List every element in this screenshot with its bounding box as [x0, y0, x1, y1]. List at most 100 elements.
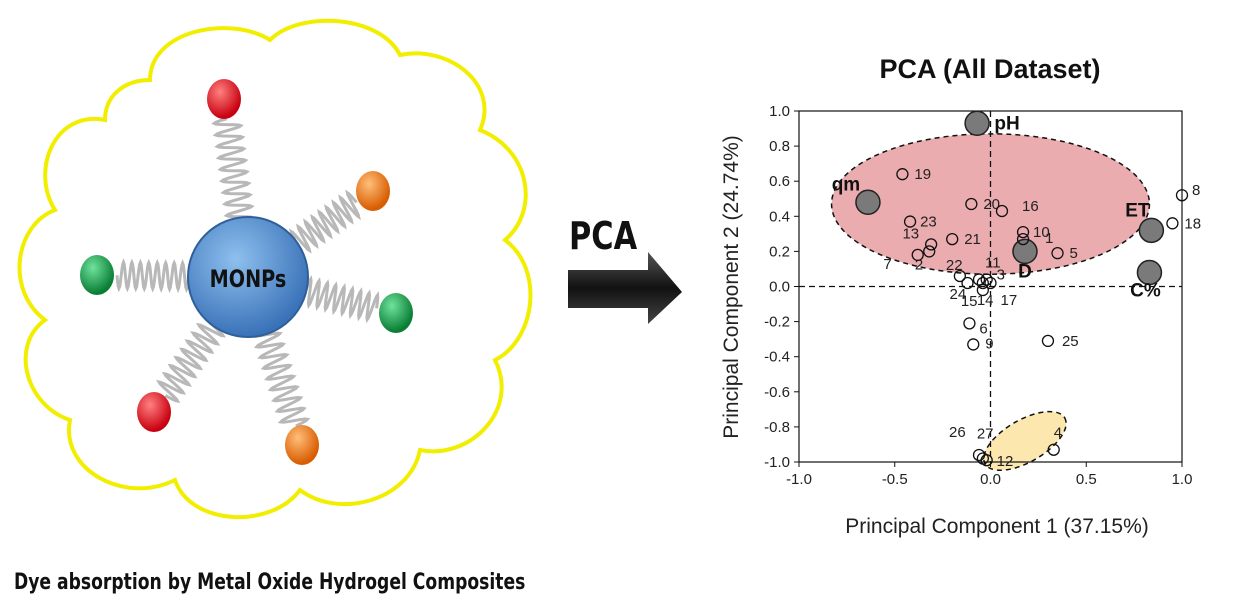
loading-label: C%: [1130, 280, 1161, 301]
score-label: 22: [946, 257, 963, 274]
score-label: 19: [914, 166, 931, 183]
score-label: 15: [961, 293, 978, 310]
score-point: [980, 454, 993, 467]
y-tick-label: -0.2: [764, 314, 790, 331]
dye-balls: [80, 79, 413, 465]
score-point: [976, 276, 989, 290]
loading-label: qm: [832, 174, 861, 195]
score-label: 17: [1001, 292, 1018, 309]
score-label: 8: [1192, 182, 1200, 199]
score-point: [980, 273, 993, 286]
score-point: [896, 168, 909, 181]
score-label: 16: [1022, 198, 1039, 215]
loading-point: [1012, 238, 1038, 265]
y-axis-label: Principal Component 2 (24.74%): [720, 135, 743, 439]
score-label: 13: [902, 225, 919, 242]
score-label: 14: [977, 292, 994, 309]
score-label: 12: [997, 453, 1014, 470]
score-point: [984, 276, 997, 290]
y-tick-label: 0.2: [769, 243, 790, 260]
score-point: [946, 232, 959, 246]
score-point: [976, 283, 989, 297]
orange-dye-ball: [356, 171, 390, 211]
hydrogel-illustration: MONPs: [17, 18, 533, 520]
green-dye-ball: [80, 255, 114, 295]
x-tick-label: 0.0: [980, 471, 1001, 488]
score-label: 6: [979, 320, 987, 337]
axes-layer: -1.0 -0.5 0.0 0.5 1.0 1.0 0.8 0.6 0.4 0.2 0.0 -0.2 -…: [764, 103, 1192, 488]
orange-dye-ball: [285, 425, 319, 465]
score-point: [923, 245, 936, 258]
y-tick-label: 0.6: [769, 173, 790, 190]
score-label: 18: [1184, 215, 1201, 232]
loading-point: [855, 189, 881, 216]
y-tick-label: 1.0: [769, 103, 790, 120]
loading-point: [964, 110, 990, 137]
y-tick-label: -0.8: [764, 419, 790, 436]
score-point: [995, 204, 1009, 218]
monp-core-label: MONPs: [210, 266, 287, 294]
score-point: [963, 317, 976, 330]
score-point: [1166, 217, 1179, 230]
pca-label: PCA: [569, 214, 638, 258]
score-point: [903, 215, 917, 228]
x-tick-label: 0.5: [1076, 471, 1097, 488]
score-label: 21: [964, 231, 981, 248]
score-point: [1175, 189, 1189, 202]
red-dye-ball: [137, 392, 171, 432]
score-label: 9: [985, 335, 993, 352]
spring-linker: [155, 314, 226, 403]
y-tick-label: -0.6: [764, 384, 790, 401]
y-tick-label: 0.8: [769, 138, 790, 155]
chart-title: PCA (All Dataset): [879, 54, 1100, 84]
score-label: 25: [1062, 333, 1079, 350]
figure-caption: Dye absorption by Metal Oxide Hydrogel C…: [14, 570, 526, 595]
score-point: [967, 338, 980, 351]
score-point: [972, 273, 986, 286]
x-axis-label: Principal Component 1 (37.15%): [845, 515, 1149, 538]
score-label: 27: [977, 425, 994, 442]
score-label: 26: [949, 424, 966, 441]
score-point: [961, 276, 974, 290]
score-label: 11: [985, 254, 1001, 271]
score-label: 4: [1054, 425, 1062, 442]
loading-label: D: [1018, 261, 1032, 282]
score-label: 3: [997, 266, 1005, 283]
score-label: 24: [950, 286, 967, 303]
y-tick-label: -0.4: [764, 349, 790, 366]
y-tick-label: -1.0: [764, 454, 790, 471]
loading-label: ET: [1125, 200, 1150, 221]
pca-chart: PCA (All Dataset) -1.0 -0.5 0.0 0.5 1.0 1.0 0.…: [720, 54, 1201, 538]
spring-linker: [211, 117, 257, 224]
score-label: 10: [1033, 224, 1050, 241]
green-dye-ball: [379, 293, 413, 333]
score-point: [1041, 334, 1055, 348]
score-point: [911, 248, 924, 262]
x-tick-label: 1.0: [1172, 471, 1193, 488]
x-tick-label: -0.5: [882, 471, 908, 488]
springs: [115, 117, 380, 428]
monp-core: [187, 216, 309, 338]
score-label: 1: [1045, 230, 1053, 247]
y-tick-label: 0.4: [769, 208, 790, 225]
loading-point: [1136, 259, 1163, 286]
pca-arrow: [568, 252, 682, 324]
score-label: 2: [915, 256, 923, 273]
score-point: [953, 269, 967, 283]
score-label: 20: [983, 196, 1000, 213]
score-point: [1047, 443, 1060, 456]
y-tick-label: 0.0: [769, 279, 790, 296]
score-label: 5: [1070, 245, 1078, 262]
x-tick-label: -1.0: [786, 471, 812, 488]
score-point: [965, 197, 978, 211]
spring-linker: [288, 189, 361, 259]
loading-label: pH: [994, 113, 1019, 134]
score-label: 7: [883, 256, 891, 273]
score-label: 23: [920, 214, 937, 231]
score-point: [1051, 247, 1064, 260]
loading-point: [1138, 217, 1165, 244]
score-point: [924, 238, 938, 251]
red-dye-ball: [207, 79, 241, 119]
spring-linker: [115, 258, 195, 294]
